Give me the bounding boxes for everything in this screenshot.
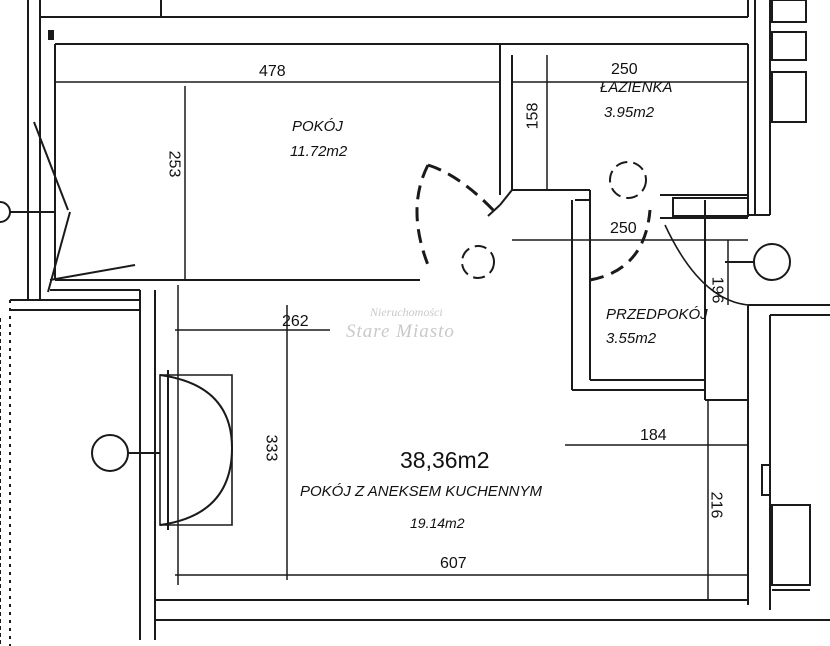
- staircase: [0, 121, 136, 646]
- watermark-line1: Nieruchomości: [370, 305, 443, 319]
- dimension-kitchen-width: 184: [640, 427, 667, 444]
- bathroom-walls: [487, 44, 749, 401]
- dimension-pokoj-width: 478: [259, 63, 286, 80]
- room-area-przedpokoj: 3.55m2: [606, 330, 657, 347]
- doors: [159, 161, 749, 530]
- outer-walls-top: [27, 0, 749, 300]
- dimension-lines: [55, 55, 748, 600]
- total-area: 38,36m2: [400, 447, 490, 473]
- room-name-lazienka: ŁAZIENKA: [600, 79, 673, 96]
- fixtures: [0, 201, 791, 472]
- watermark-line2: Stare Miasto: [346, 321, 455, 342]
- salon-walls: [155, 599, 830, 621]
- outer-walls-right: [747, 0, 830, 621]
- room-area-lazienka: 3.95m2: [604, 104, 655, 121]
- room-area-salon: 19.14m2: [410, 515, 465, 531]
- dimension-salon-height: 333: [262, 434, 280, 462]
- dimension-lazienka-height: 158: [524, 102, 542, 130]
- room-name-salon: POKÓJ Z ANEKSEM KUCHENNYM: [300, 483, 542, 500]
- room-area-pokoj: 11.72m2: [290, 143, 348, 160]
- room-name-pokoj: POKÓJ: [292, 118, 343, 135]
- dimension-pokoj-height: 253: [165, 150, 183, 178]
- markers: [48, 0, 162, 40]
- room-name-przedpokoj: PRZEDPOKÓJ: [606, 306, 708, 323]
- dimension-salon-bottom-width: 607: [440, 555, 467, 572]
- dimension-lazienka-width: 250: [611, 61, 638, 78]
- dimension-przedpokoj-height: 196: [708, 276, 726, 304]
- dimension-salon-top-width: 262: [282, 313, 309, 330]
- dimension-przedpokoj-width: 250: [610, 220, 637, 237]
- pokoj-walls: [10, 279, 420, 640]
- dimension-kitchen-height: 216: [707, 491, 725, 519]
